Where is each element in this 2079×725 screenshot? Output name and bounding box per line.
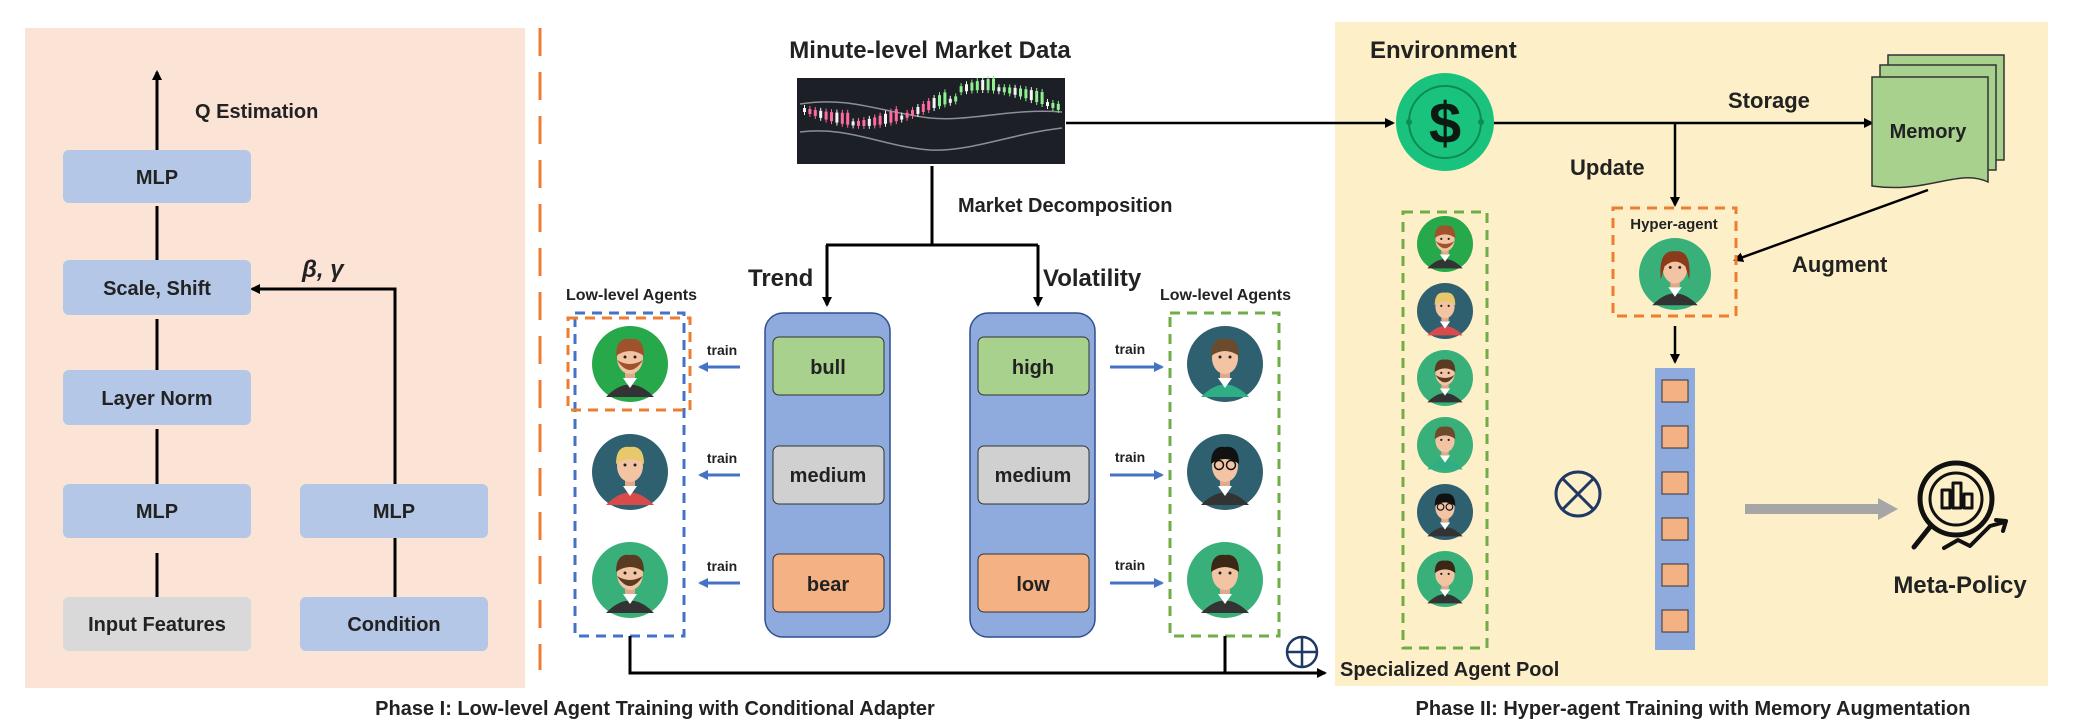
train-label-right-1: train [1115,341,1145,357]
low-level-agents-left-box [573,311,686,638]
hyper-agent-label: Hyper-agent [1630,216,1718,233]
volatility-medium-label: medium [995,465,1072,487]
mlp-top-block [63,150,251,203]
train-label-right-2: train [1115,449,1145,465]
mlp-top-label: MLP [136,167,178,189]
input-features-block [63,597,251,651]
q-estimation-label: Q Estimation [195,101,318,123]
agent-pool-box [1401,210,1489,650]
memory-icon [1871,54,2005,189]
vector-cell [1661,517,1689,541]
trend-bear-label: bear [807,574,849,596]
volatility-low-label: low [1016,574,1050,596]
hyper-agent-box [1611,206,1738,318]
market-decomposition-label: Market Decomposition [958,195,1172,217]
low-level-agents-right-label: Low-level Agents [1160,287,1291,304]
low-level-agent-highlight [566,316,692,412]
trend-bull-box [772,336,885,396]
phase1-caption: Phase I: Low-level Agent Training with C… [375,698,935,720]
augment-label: Augment [1792,252,1888,277]
volatility-label: Volatility [1043,265,1142,292]
pool-agent-avatar-icon [1417,350,1473,406]
memory-label: Memory [1890,121,1968,143]
train-label-left-3: train [707,558,737,574]
agent-avatar-icon-blond [592,434,668,510]
policy-vector-column [1655,368,1695,650]
agent-pool-label: Specialized Agent Pool [1340,659,1559,681]
volatility-medium-box [977,445,1090,505]
svg-text:$: $ [1429,91,1461,156]
layer-norm-block [63,370,251,425]
trend-label: Trend [748,265,813,292]
scale-shift-label: Scale, Shift [103,278,211,300]
meta-policy-label: Meta-Policy [1893,572,2027,599]
pool-agent-avatar-icon [1417,484,1473,540]
otimes-icon [1554,470,1602,518]
pool-agent-avatar-icon [1417,417,1473,473]
pool-agent-avatar-icon [1417,216,1473,272]
low-level-agents-left-label: Low-level Agents [566,287,697,304]
vector-cell [1661,563,1689,587]
layer-norm-label: Layer Norm [101,388,212,410]
pool-agent-avatar-icon [1417,551,1473,607]
mlp-condition-label: MLP [373,501,415,523]
update-label: Update [1570,155,1645,180]
agent-avatar-icon-mustache [592,542,668,618]
volatility-low-box [977,553,1090,613]
phase1-panel [25,28,525,688]
agent-avatar-icon-bearded [592,326,668,402]
mlp-bottom-label: MLP [136,501,178,523]
vector-cell [1661,609,1689,633]
agent-avatar-icon-glasses [1187,434,1263,510]
low-level-agents-right-box [1168,311,1281,638]
market-data-title: Minute-level Market Data [789,37,1071,64]
meta-policy-icon [1911,460,2008,550]
environment-label: Environment [1370,37,1517,64]
pool-agent-avatar-icon [1417,283,1473,339]
oplus-icon [1285,635,1319,669]
storage-label: Storage [1728,88,1810,113]
dollar-icon: $ [1396,73,1494,171]
mlp-bottom-block [63,484,251,538]
vector-cell [1661,471,1689,495]
train-label-left-1: train [707,342,737,358]
agent-avatar-icon-suit [1187,542,1263,618]
condition-label: Condition [347,614,440,636]
condition-block [300,597,488,651]
train-label-left-2: train [707,450,737,466]
combine-line [628,636,1327,678]
agent-avatar-icon-green-shirt [1187,326,1263,402]
scale-shift-block [63,260,251,315]
train-label-right-3: train [1115,557,1145,573]
volatility-high-label: high [1012,357,1054,379]
trend-bull-label: bull [810,357,846,379]
volatility-high-box [977,336,1090,396]
hyper-agent-avatar-icon [1639,238,1711,310]
phase2-caption: Phase II: Hyper-agent Training with Memo… [1416,698,1971,720]
policy-vector-cells [1661,379,1689,633]
trend-medium-label: medium [790,465,867,487]
input-features-label: Input Features [88,614,226,636]
mlp-condition-block [300,484,488,538]
trend-medium-box [772,445,885,505]
candlestick-chart-image [797,75,1065,164]
beta-gamma-label: β, γ [301,256,345,283]
trend-bear-box [772,553,885,613]
vector-cell [1661,379,1689,403]
vector-cell [1661,425,1689,449]
